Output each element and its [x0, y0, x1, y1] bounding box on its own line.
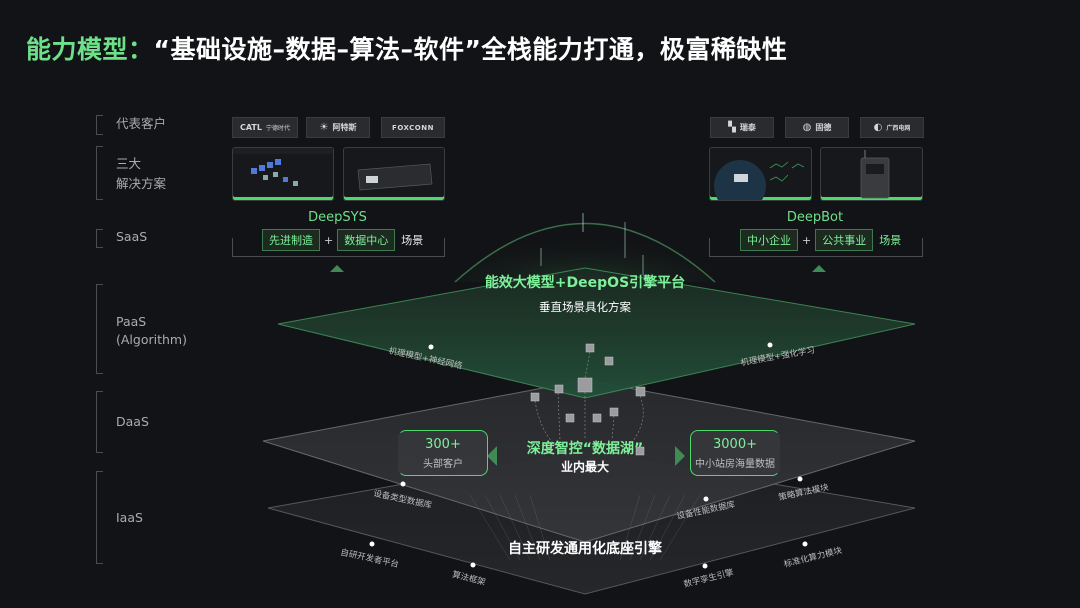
plus-sign: +: [802, 233, 812, 247]
page-title: 能力模型：“基础设施–数据–算法–软件”全栈能力打通，极富稀缺性: [26, 30, 787, 66]
product-deepsys: DeepSYS: [308, 210, 367, 225]
label-solutions-2: 解决方案: [116, 176, 167, 191]
daas-title: 深度智控“数据湖”: [526, 441, 644, 457]
bracket-saas: [96, 229, 103, 248]
logo-gude: ◍ 固德: [785, 117, 849, 138]
stat-small-stations-label: 中小站房海量数据: [695, 459, 775, 470]
stat-top-customers-label: 头部客户: [423, 459, 463, 470]
deepbot-frame: [709, 238, 923, 257]
label-saas: SaaS: [116, 229, 148, 244]
stat-top-customers: 300+ 头部客户: [398, 430, 488, 476]
logo-ruitai-name: 瑞泰: [739, 123, 756, 132]
scene-label: 场景: [401, 234, 424, 247]
title-highlight: 能力模型：: [26, 35, 154, 64]
logo-canadian-solar: ☀ 阿特斯: [306, 117, 370, 138]
logo-catl: CATL 宁德时代: [232, 117, 298, 138]
label-paas-1: PaaS: [116, 314, 147, 329]
deepbot-tags: 中小企业 + 公共事业 场景: [740, 229, 901, 251]
daas-subtitle: 业内最大: [560, 460, 609, 474]
cube-icon: [577, 377, 593, 393]
cube-icon: [554, 384, 564, 394]
plus-sign: +: [324, 233, 334, 247]
deepsys-tags: 先进制造 + 数据中心 场景: [262, 229, 423, 251]
title-rest: “基础设施–数据–算法–软件”全栈能力打通，极富稀缺性: [153, 35, 788, 64]
deepbot-device-image: [820, 147, 923, 201]
dome-arc: [454, 222, 716, 283]
device-graphic: [860, 150, 890, 199]
cube-icon: [530, 392, 540, 402]
deepsys-dashboard-screenshot: [232, 147, 334, 201]
logo-guangxi-grid: ◐ 广西电网: [860, 117, 924, 138]
edge-dots: [369, 342, 808, 569]
gude-mark-icon: ◍: [802, 122, 812, 133]
bracket-solutions: [96, 146, 103, 200]
label-daas: DaaS: [116, 414, 149, 429]
data-cubes: [530, 343, 646, 456]
tag-data-center: 数据中心: [337, 229, 396, 251]
logo-guangxi-grid-name: 广西电网: [886, 125, 911, 132]
label-iaas: IaaS: [116, 510, 143, 525]
scene-label: 场景: [879, 234, 902, 247]
stat-top-customers-value: 300+: [425, 437, 461, 452]
stat-small-stations: 3000+ 中小站房海量数据: [690, 430, 780, 476]
paas-subtitle: 垂直场景具化方案: [539, 300, 631, 314]
sun-icon: ☀: [319, 122, 329, 133]
cube-icon: [635, 446, 645, 456]
logo-foxconn: FOXCONN: [381, 117, 445, 138]
product-deepbot: DeepBot: [786, 210, 844, 225]
logo-canadian-solar-name: 阿特斯: [332, 123, 357, 132]
cube-links: [534, 351, 644, 446]
ruitai-mark-icon: ▚: [728, 122, 736, 133]
logo-foxconn-name: FOXCONN: [392, 123, 434, 132]
up-arrow-left-icon: [330, 265, 344, 272]
bracket-iaas: [96, 471, 103, 564]
logo-catl-sub: 宁德时代: [265, 125, 290, 132]
mesh-lines: [469, 494, 701, 561]
arrow-right-icon: [675, 446, 685, 466]
deepsys-hardware-image: [343, 147, 445, 201]
cube-icon: [592, 413, 602, 423]
arrow-left-icon: [487, 446, 497, 466]
cube-icon: [585, 343, 595, 353]
cube-icon: [609, 407, 619, 417]
dome-glow: [455, 216, 715, 282]
server-box-graphic: [357, 163, 433, 191]
logo-gude-name: 固德: [815, 123, 832, 132]
logo-catl-name: CATL: [239, 123, 262, 132]
stat-small-stations-value: 3000+: [713, 437, 757, 452]
tag-public-utilities: 公共事业: [815, 229, 874, 251]
bracket-daas: [96, 391, 103, 453]
label-customers: 代表客户: [116, 116, 167, 131]
deepbot-dashboard-screenshot: [709, 147, 812, 201]
up-arrow-right-icon: [812, 265, 826, 272]
logo-ruitai: ▚ 瑞泰: [710, 117, 774, 138]
label-paas-2: (Algorithm): [116, 332, 187, 347]
label-solutions-1: 三大: [116, 156, 142, 171]
cube-icon: [565, 413, 575, 423]
cube-icon: [604, 356, 614, 366]
paas-plane: [277, 267, 916, 399]
tag-sme: 中小企业: [740, 229, 798, 251]
cube-icon: [635, 386, 646, 397]
tag-advanced-manufacturing: 先进制造: [262, 229, 320, 251]
bracket-paas: [96, 284, 103, 374]
dashboard-graphic: [233, 148, 333, 186]
paas-title: 能效大模型+DeepOS引擎平台: [484, 275, 686, 291]
grid-mark-icon: ◐: [873, 122, 883, 133]
iaas-title: 自主研发通用化底座引擎: [508, 541, 662, 557]
daas-plane: [262, 379, 916, 543]
earth-dashboard-graphic: [714, 160, 805, 200]
deepsys-frame: [232, 238, 445, 257]
bracket-customers: [96, 115, 103, 135]
